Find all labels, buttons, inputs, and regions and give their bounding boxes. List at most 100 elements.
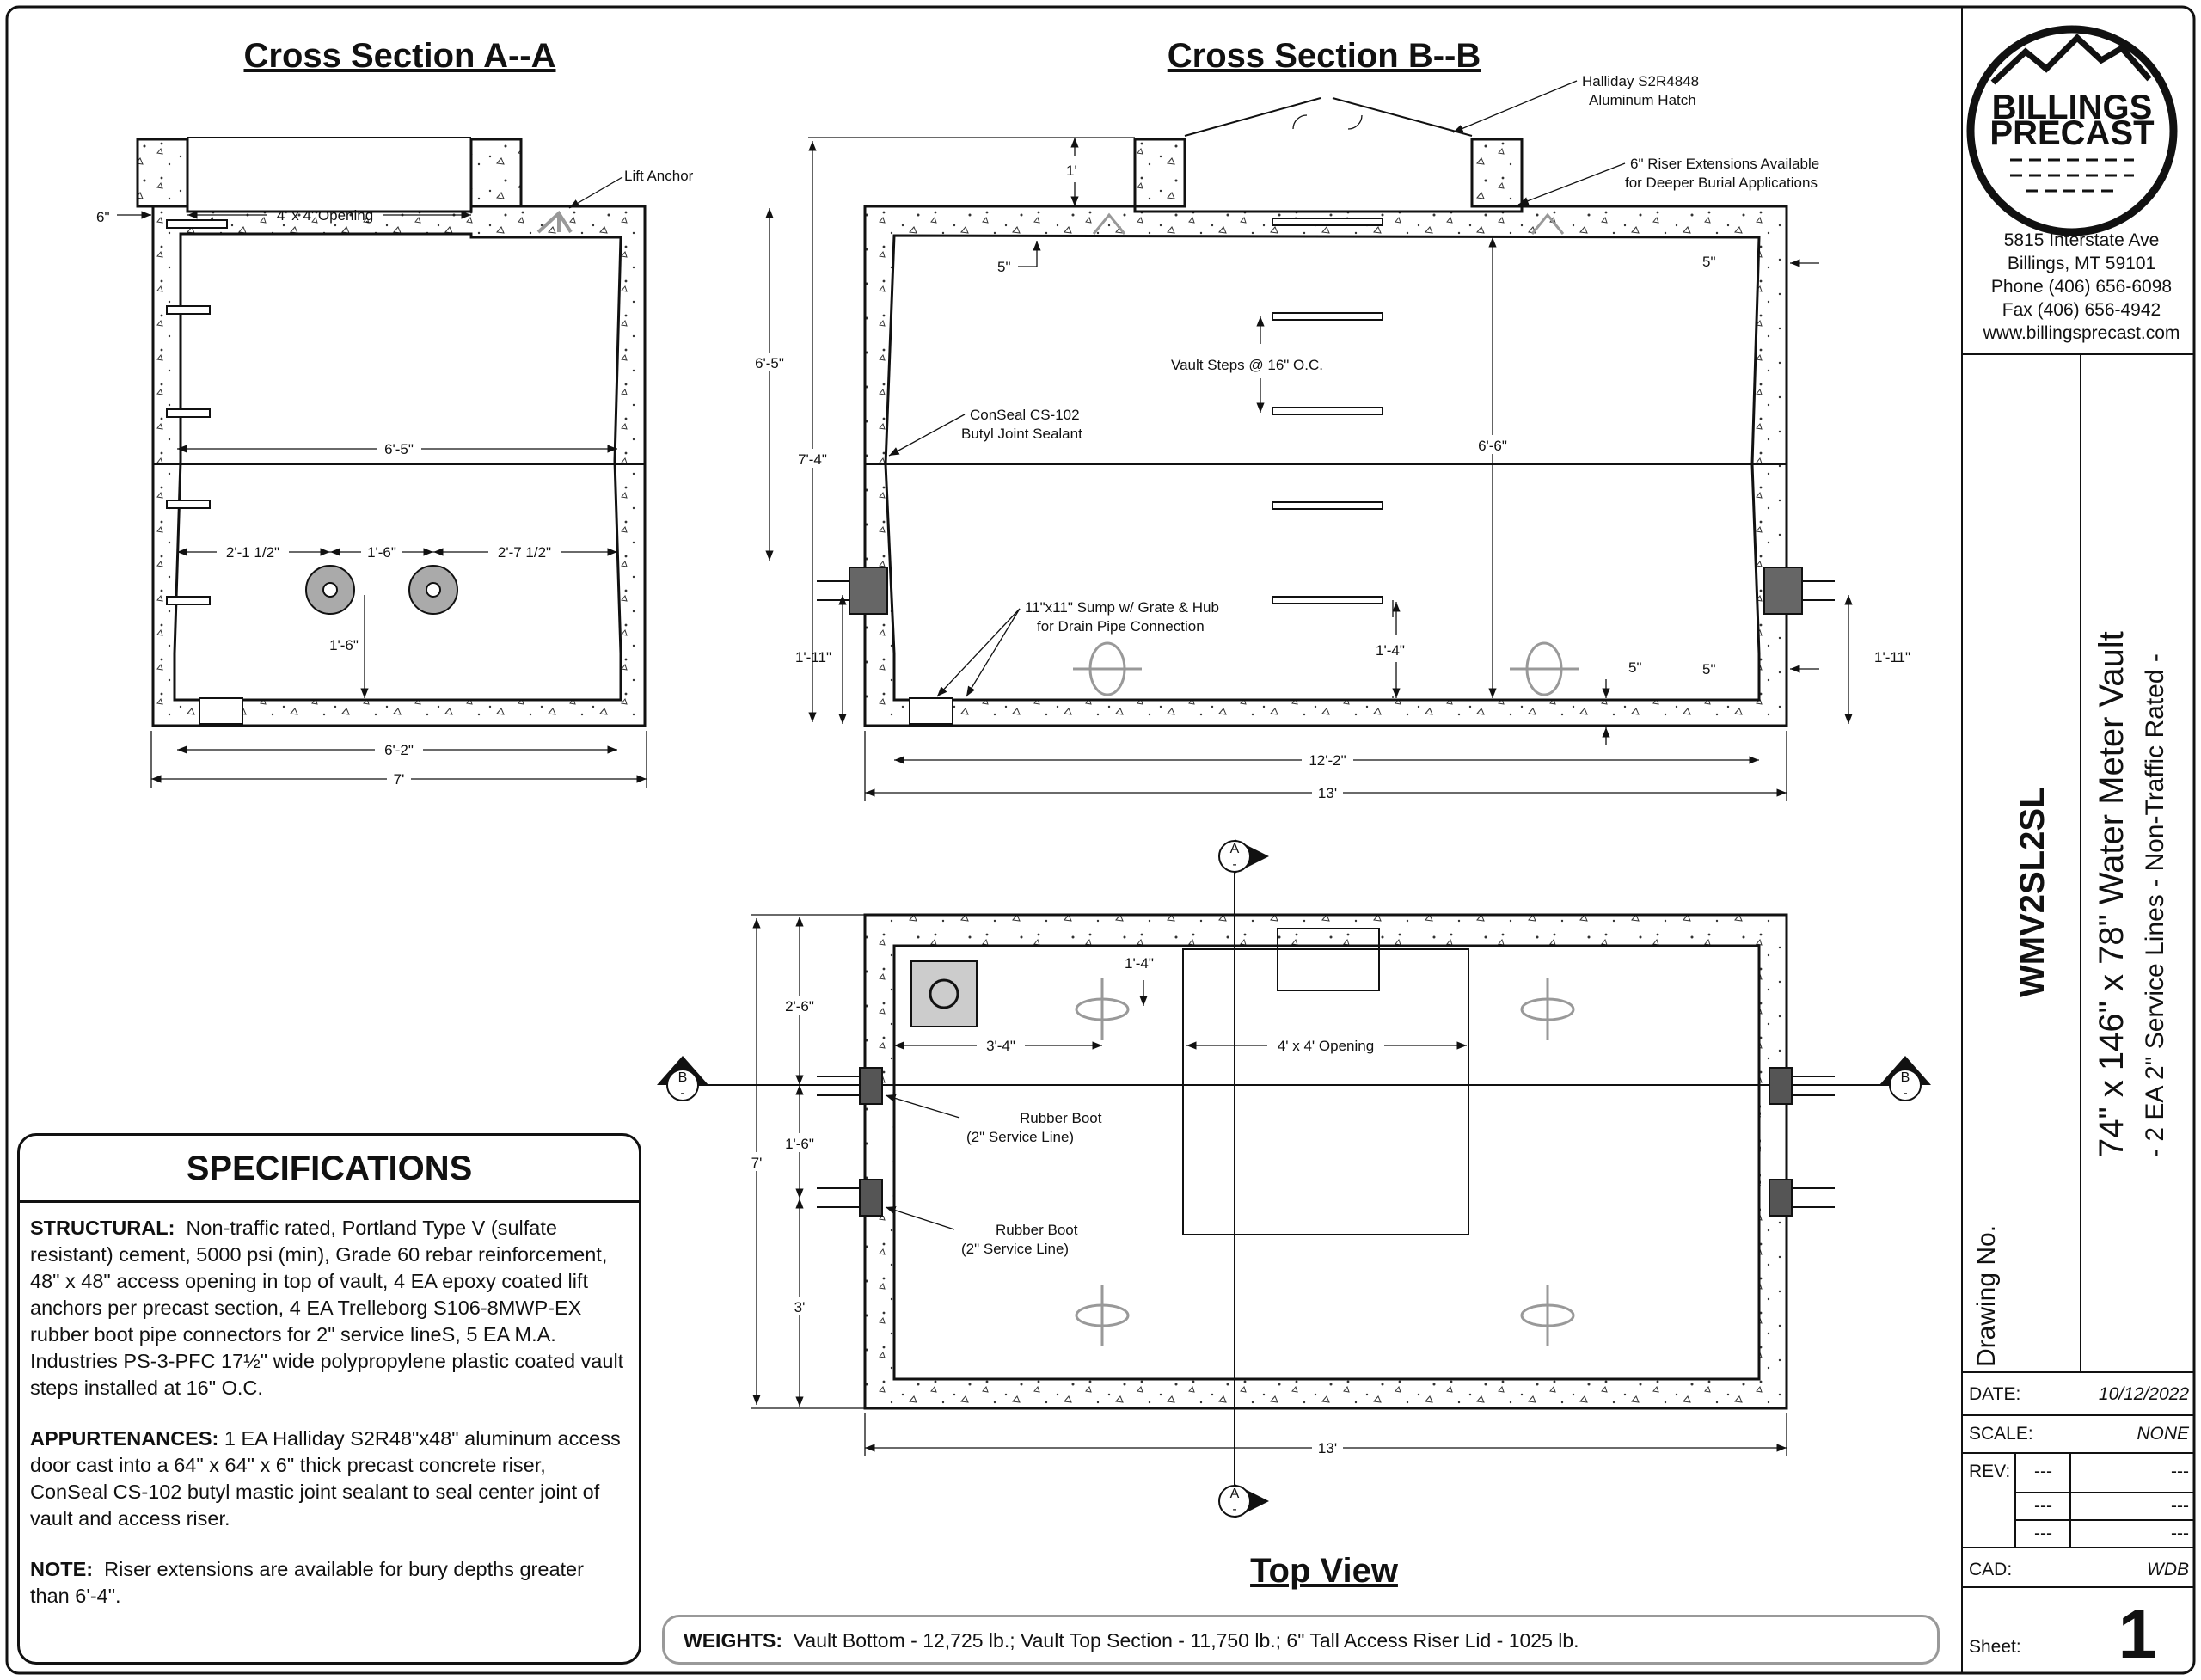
hatch-lid	[1184, 97, 1473, 137]
address-line2: Billings, MT 59101	[2007, 254, 2156, 273]
cad-value: WDB	[2147, 1560, 2189, 1579]
company-address: 5815 Interstate Ave Billings, MT 59101 P…	[1962, 229, 2201, 345]
inner-length-b: 12'-2"	[1309, 752, 1346, 769]
height-inner-b: 6'-5"	[755, 355, 784, 371]
appurtenances-label: APPURTENANCES:	[30, 1427, 219, 1450]
dim-7-top: 7'	[751, 1155, 763, 1171]
note-text: Riser extensions are available for bury …	[30, 1558, 584, 1607]
lift-anchor-label: Lift Anchor	[624, 168, 694, 184]
sealant-label-2: Butyl Joint Sealant	[961, 426, 1082, 442]
riser-right	[469, 138, 523, 208]
spec-note: NOTE: Riser extensions are available for…	[30, 1556, 628, 1609]
hatch-label-2: Aluminum Hatch	[1589, 92, 1696, 108]
top-view-title: Top View	[1250, 1552, 1399, 1590]
dim-2-6-top: 2'-6"	[785, 998, 814, 1015]
dim-3-top: 3'	[794, 1299, 806, 1315]
section-b-title: Cross Section B--B	[1168, 37, 1481, 75]
height-outer-b: 7'-4"	[798, 451, 827, 468]
boot2-label-2: (2" Service Line)	[961, 1241, 1069, 1257]
spec-structural: STRUCTURAL: Non-traffic rated, Portland …	[30, 1215, 628, 1401]
left-offset-a: 2'-1 1/2"	[226, 544, 279, 561]
website-link[interactable]: www.billingsprecast.com	[1983, 323, 2180, 343]
inner-height-b: 6'-6"	[1478, 438, 1507, 454]
appurtenances-text: 1 EA Halliday S2R48"x48" aluminum access…	[30, 1427, 621, 1530]
section-a-title: Cross Section A--A	[243, 37, 555, 75]
marker-a-bottom: A -	[1218, 1484, 1269, 1518]
boot1-label-2: (2" Service Line)	[966, 1129, 1074, 1145]
rev-val-3: ---	[2171, 1524, 2189, 1543]
right-offset-a: 2'-7 1/2"	[498, 544, 551, 561]
floor-thickness-b: 5"	[1628, 659, 1642, 676]
rev-val-2: ---	[2171, 1496, 2189, 1516]
riser-left	[136, 138, 189, 208]
company-logo: BILLINGS PRECAST	[1966, 25, 2178, 236]
marker-b-left-letter: B	[678, 1070, 688, 1085]
marker-b-right-letter: B	[1901, 1070, 1910, 1085]
spec-appurtenances: APPURTENANCES: 1 EA Halliday S2R48"x48" …	[30, 1426, 628, 1532]
top-view: Top View A - A - B -	[657, 839, 1931, 1590]
inner-width-a: 6'-5"	[384, 441, 414, 457]
drawing-no-label: Drawing No.	[1972, 1224, 2001, 1367]
marker-a-top-letter: A	[1230, 842, 1240, 856]
sheet-number: 1	[2118, 1596, 2157, 1672]
riser-ext-label-2: for Deeper Burial Applications	[1625, 175, 1818, 191]
weights-box: WEIGHTS: Vault Bottom - 12,725 lb.; Vaul…	[662, 1615, 1940, 1665]
wall-thickness-a: 6"	[96, 209, 110, 225]
vault-top-interior	[892, 944, 1761, 1381]
date-label: DATE:	[1969, 1384, 2020, 1404]
steps-b	[1272, 218, 1383, 604]
sump-label-1: 11"x11" Sump w/ Grate & Hub	[1025, 599, 1219, 616]
sump-grate-icon	[910, 960, 978, 1027]
marker-a-top-dash: -	[1232, 857, 1236, 872]
pipe-height-left-b: 1'-11"	[795, 649, 831, 665]
phone: Phone (406) 656-6098	[1990, 277, 2173, 297]
address-line1: 5815 Interstate Ave	[2003, 230, 2160, 250]
structural-text: Non-traffic rated, Portland Type V (sulf…	[30, 1217, 624, 1399]
riser-ext-label-1: 6" Riser Extensions Available	[1630, 156, 1819, 172]
sheet-label: Sheet:	[1969, 1637, 2021, 1657]
specifications-box: SPECIFICATIONS STRUCTURAL: Non-traffic r…	[17, 1133, 641, 1665]
logo-line1: BILLINGS	[1992, 89, 2153, 126]
wall-bottom-right-b: 5"	[1702, 661, 1716, 678]
structural-label: STRUCTURAL:	[30, 1217, 175, 1239]
marker-b-right: B -	[1879, 1056, 1931, 1101]
note-label: NOTE:	[30, 1558, 94, 1580]
specifications-heading: SPECIFICATIONS	[20, 1136, 639, 1203]
outer-length-b: 13'	[1318, 785, 1337, 801]
cad-label: CAD:	[1969, 1560, 2012, 1579]
rev-row-2: ---	[2034, 1496, 2052, 1516]
dim-1-6-top: 1'-6"	[785, 1136, 814, 1152]
rev-label: REV:	[1969, 1462, 2010, 1481]
lift-anchors-top	[1075, 978, 1575, 1346]
steps-label: Vault Steps @ 16" O.C.	[1171, 357, 1323, 373]
marker-a-bottom-letter: A	[1230, 1487, 1240, 1501]
marker-b-right-dash: -	[1903, 1086, 1907, 1101]
scale-label: SCALE:	[1969, 1424, 2033, 1444]
steps-a	[166, 219, 228, 605]
logo-line2: PRECAST	[1989, 114, 2154, 152]
sealant-label-1: ConSeal CS-102	[970, 407, 1080, 423]
sump-label-2: for Drain Pipe Connection	[1037, 618, 1205, 635]
pipe-spacing-a: 1'-6"	[367, 544, 396, 561]
weights-text: Vault Bottom - 12,725 lb.; Vault Top Sec…	[793, 1629, 1579, 1652]
marker-a-bottom-dash: -	[1232, 1502, 1236, 1517]
wall-right-b: 5"	[1702, 254, 1716, 270]
pipe-height-right-b: 1'-11"	[1874, 649, 1910, 665]
lift-anchor-icon	[536, 210, 573, 234]
weights-label: WEIGHTS:	[684, 1629, 782, 1652]
opening-top-label: 4' x 4' Opening	[1278, 1038, 1374, 1054]
sump-offset-top: 1'-4"	[1125, 955, 1154, 972]
drawing-title: 74" x 146" x 78" Water Meter Vault	[2093, 631, 2130, 1157]
boot1-label-1: Rubber Boot	[1020, 1110, 1102, 1126]
pipe-height-a: 1'-6"	[329, 637, 359, 653]
length-top: 13'	[1318, 1440, 1337, 1456]
sump-a-icon	[199, 697, 243, 725]
vault-a-interior	[173, 232, 622, 702]
drawing-number: WMV2SL2SL	[2014, 787, 2051, 997]
outer-width-a: 7'	[394, 771, 405, 788]
vault-b-interior	[884, 234, 1761, 702]
riser-b-left	[1133, 138, 1186, 208]
rev-val-1: ---	[2171, 1462, 2189, 1481]
rev-row-1: ---	[2034, 1462, 2052, 1481]
